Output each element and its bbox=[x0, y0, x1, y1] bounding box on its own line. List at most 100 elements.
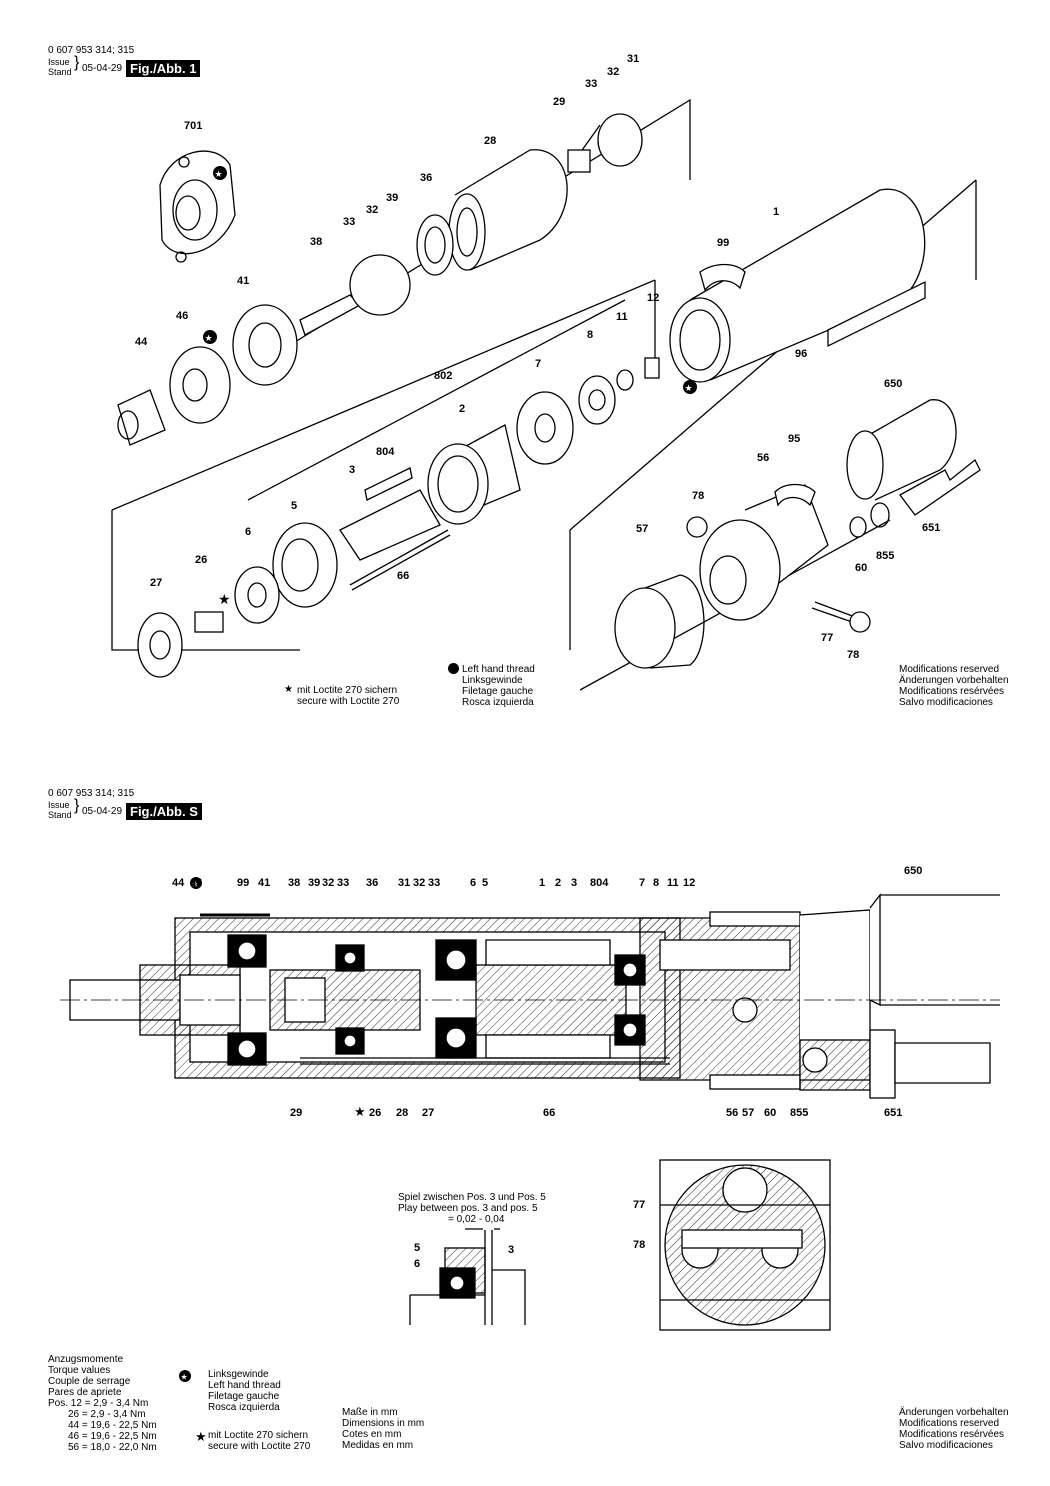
callout-66: 66 bbox=[397, 570, 410, 582]
callout-78: 78 bbox=[692, 490, 705, 502]
detail-callout-3: 3 bbox=[508, 1244, 515, 1256]
s-callout-2: 2 bbox=[555, 877, 562, 889]
s-callout-3: 3 bbox=[571, 877, 578, 889]
callout-33: 33 bbox=[585, 78, 598, 90]
fig1-loctite-note: mit Loctite 270 sichern secure with Loct… bbox=[297, 685, 400, 707]
callout-7: 7 bbox=[535, 358, 542, 370]
callout-77: 77 bbox=[821, 632, 834, 644]
s-callout-8: 8 bbox=[653, 877, 660, 889]
loctite-star-icon: ★ bbox=[284, 684, 293, 695]
svg-text:★: ★ bbox=[205, 333, 213, 343]
s-callout-60: 60 bbox=[764, 1107, 777, 1119]
s-callout-12: 12 bbox=[683, 877, 696, 889]
figS-dimensions-note: Maße in mm Dimensions in mm Cotes en mm … bbox=[342, 1407, 425, 1451]
fig1-issue-label: Issue bbox=[48, 57, 70, 67]
callout-701: 701 bbox=[184, 120, 203, 132]
s-callout-36: 36 bbox=[366, 877, 379, 889]
s-callout-33: 33 bbox=[337, 877, 350, 889]
detail-callout-78: 78 bbox=[633, 1239, 646, 1251]
s-callout-650: 650 bbox=[904, 865, 923, 877]
callout-27: 27 bbox=[150, 577, 163, 589]
svg-text:★: ★ bbox=[218, 591, 231, 607]
figS-lh-thread-note: Linksgewinde Left hand thread Filetage g… bbox=[208, 1369, 281, 1413]
fig1-date: 05-04-29 bbox=[82, 63, 123, 74]
svg-text:★: ★ bbox=[195, 1429, 207, 1444]
figS-issue-label: Issue bbox=[48, 800, 70, 810]
callout-39: 39 bbox=[386, 192, 399, 204]
callout-56: 56 bbox=[757, 452, 770, 464]
s-callout-32b: 32 bbox=[413, 877, 426, 889]
svg-text:★: ★ bbox=[215, 169, 223, 179]
s-callout-27: 27 bbox=[422, 1107, 435, 1119]
callout-3: 3 bbox=[349, 464, 356, 476]
callout-28: 28 bbox=[484, 135, 497, 147]
s-callout-5: 5 bbox=[482, 877, 489, 889]
callout-44: 44 bbox=[135, 336, 148, 348]
s-callout-28: 28 bbox=[396, 1107, 409, 1119]
s-callout-32: 32 bbox=[322, 877, 335, 889]
callout-38: 38 bbox=[310, 236, 323, 248]
callout-6: 6 bbox=[245, 526, 252, 538]
detail-callout-5: 5 bbox=[414, 1242, 421, 1254]
figS-modifications-note: Änderungen vorbehalten Modifications res… bbox=[899, 1407, 1009, 1451]
s-callout-6: 6 bbox=[470, 877, 477, 889]
figS-brace: } bbox=[74, 797, 80, 814]
s-callout-39: 39 bbox=[308, 877, 321, 889]
s-callout-7: 7 bbox=[639, 877, 646, 889]
fig1-figure-label: Fig./Abb. 1 bbox=[126, 60, 201, 77]
callout-78b: 78 bbox=[847, 649, 860, 661]
svg-text:★: ★ bbox=[181, 1373, 188, 1382]
detail-callout-6: 6 bbox=[414, 1258, 421, 1270]
callout-651: 651 bbox=[922, 522, 941, 534]
s-callout-33b: 33 bbox=[428, 877, 441, 889]
s-callout-56: 56 bbox=[726, 1107, 739, 1119]
svg-text:★: ★ bbox=[685, 383, 693, 393]
s-callout-29: 29 bbox=[290, 1107, 303, 1119]
callout-36: 36 bbox=[420, 172, 433, 184]
torque-values: Anzugsmomente Torque values Couple de se… bbox=[48, 1354, 157, 1453]
figS-figure-label: Fig./Abb. S bbox=[126, 803, 202, 820]
left-hand-thread-icon bbox=[448, 663, 459, 674]
callout-12: 12 bbox=[647, 292, 660, 304]
s-callout-66: 66 bbox=[543, 1107, 556, 1119]
callout-46: 46 bbox=[176, 310, 189, 322]
figS-loctite-note: mit Loctite 270 sichern secure with Loct… bbox=[208, 1430, 311, 1452]
callout-33b: 33 bbox=[343, 216, 356, 228]
figS-date: 05-04-29 bbox=[82, 806, 123, 817]
s-callout-99: 99 bbox=[237, 877, 250, 889]
callout-8: 8 bbox=[587, 329, 594, 341]
callout-804: 804 bbox=[376, 446, 395, 458]
s-callout-57: 57 bbox=[742, 1107, 755, 1119]
s-callout-651: 651 bbox=[884, 1107, 903, 1119]
callout-2: 2 bbox=[459, 403, 466, 415]
fig1-lh-thread-note: Left hand thread Linksgewinde Filetage g… bbox=[462, 664, 535, 708]
svg-text:★: ★ bbox=[192, 880, 199, 889]
svg-text:★: ★ bbox=[354, 1104, 366, 1119]
figS-stand-label: Stand bbox=[48, 810, 72, 820]
s-callout-804: 804 bbox=[590, 877, 609, 889]
callout-31: 31 bbox=[627, 53, 640, 65]
callout-855: 855 bbox=[876, 550, 895, 562]
callout-26: 26 bbox=[195, 554, 208, 566]
callout-11: 11 bbox=[616, 311, 628, 323]
callout-32b: 32 bbox=[366, 204, 379, 216]
callout-650: 650 bbox=[884, 378, 903, 390]
s-callout-44: 44 bbox=[172, 877, 185, 889]
s-callout-31: 31 bbox=[398, 877, 411, 889]
callout-5: 5 bbox=[291, 500, 298, 512]
s-callout-11: 11 bbox=[667, 877, 679, 889]
play-note: Spiel zwischen Pos. 3 und Pos. 5 Play be… bbox=[398, 1192, 546, 1225]
fig1-modifications-note: Modifications reserved Änderungen vorbeh… bbox=[899, 664, 1009, 708]
callout-60: 60 bbox=[855, 562, 868, 574]
callout-96: 96 bbox=[795, 348, 808, 360]
callout-41: 41 bbox=[237, 275, 250, 287]
callout-95: 95 bbox=[788, 433, 801, 445]
figS-part-number: 0 607 953 314; 315 bbox=[48, 788, 135, 799]
callout-99: 99 bbox=[717, 237, 730, 249]
s-callout-26: 26 bbox=[369, 1107, 382, 1119]
callout-1: 1 bbox=[773, 206, 780, 218]
detail-callout-77: 77 bbox=[633, 1199, 646, 1211]
s-callout-38: 38 bbox=[288, 877, 301, 889]
fig1-exploded-view: ★ ★ ★ ★ bbox=[111, 98, 981, 691]
